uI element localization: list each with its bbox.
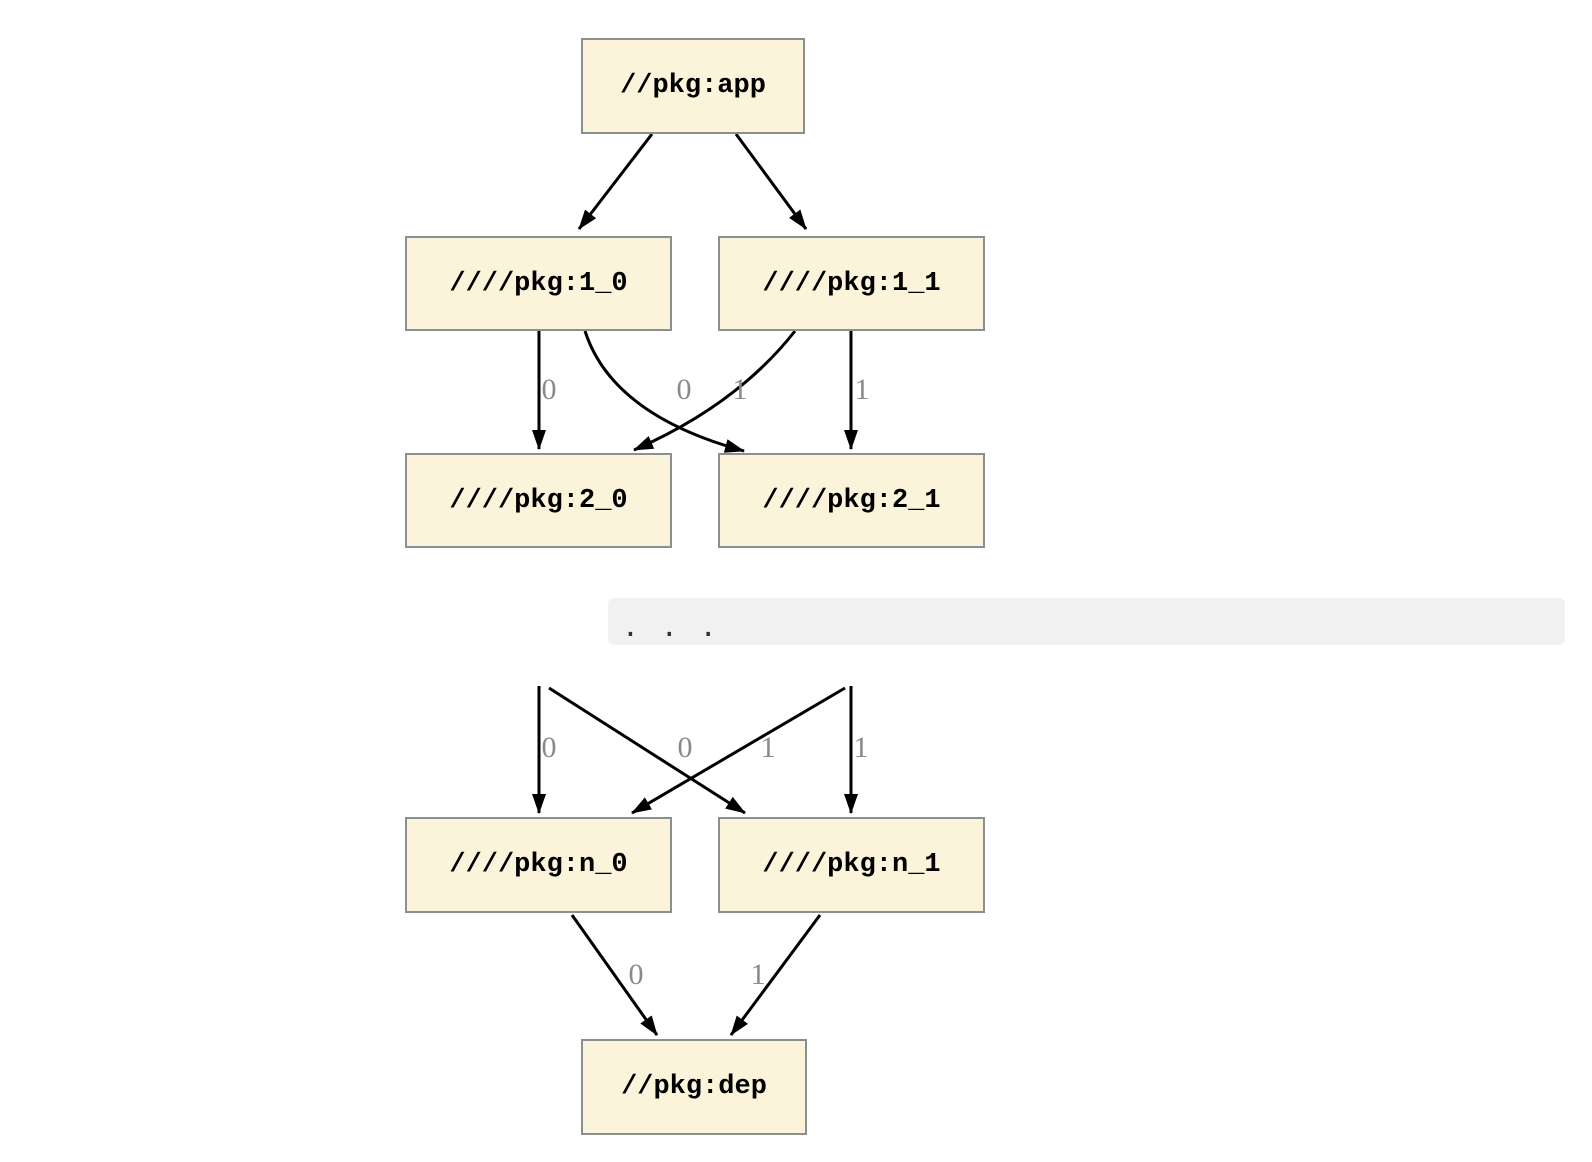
edge-label-dots-n_1-a: 1 xyxy=(760,731,776,764)
edge-label-n_0-dep: 0 xyxy=(628,958,644,991)
node-pkg-n_0: ////pkg:n_0 xyxy=(405,817,672,913)
node-pkg-2_0: ////pkg:2_0 xyxy=(405,453,672,548)
edge-n_0-to-dep xyxy=(570,914,659,1036)
node-pkg-n_1: ////pkg:n_1 xyxy=(718,817,985,913)
edge-dots-to-n_0-cross xyxy=(631,686,846,815)
node-pkg-app: //pkg:app xyxy=(581,38,805,134)
node-pkg-dep: //pkg:dep xyxy=(581,1039,807,1135)
node-pkg-1_1: ////pkg:1_1 xyxy=(718,236,985,331)
edge-label-dots-n_0-a: 0 xyxy=(541,731,557,764)
edge-label-1_1-2_0: 0 xyxy=(676,373,692,406)
node-pkg-2_1: ////pkg:2_1 xyxy=(718,453,985,548)
edge-label-n_1-dep: 1 xyxy=(750,958,766,991)
edge-app-to-1_1 xyxy=(734,133,808,230)
node-pkg-1_0: ////pkg:1_0 xyxy=(405,236,672,331)
edge-label-1_0-2_0: 0 xyxy=(541,373,557,406)
ellipsis-band: . . . xyxy=(608,598,1565,645)
edge-app-to-1_0 xyxy=(577,133,654,230)
ellipsis-dot: . xyxy=(660,610,678,643)
edge-1_1-to-2_0 xyxy=(633,330,797,452)
edge-1_0-to-2_1 xyxy=(583,330,745,453)
edge-label-1_0-2_1: 1 xyxy=(732,373,748,406)
ellipsis-dot: . xyxy=(622,610,639,643)
edge-label-dots-n_1-b: 1 xyxy=(853,731,869,764)
ellipsis-dot: . xyxy=(699,610,717,643)
edge-n_1-to-dep xyxy=(729,914,822,1036)
edge-label-1_1-2_1: 1 xyxy=(854,373,870,406)
edge-label-dots-n_0-b: 0 xyxy=(677,731,693,764)
edge-dots-to-n_1-cross xyxy=(548,686,746,815)
